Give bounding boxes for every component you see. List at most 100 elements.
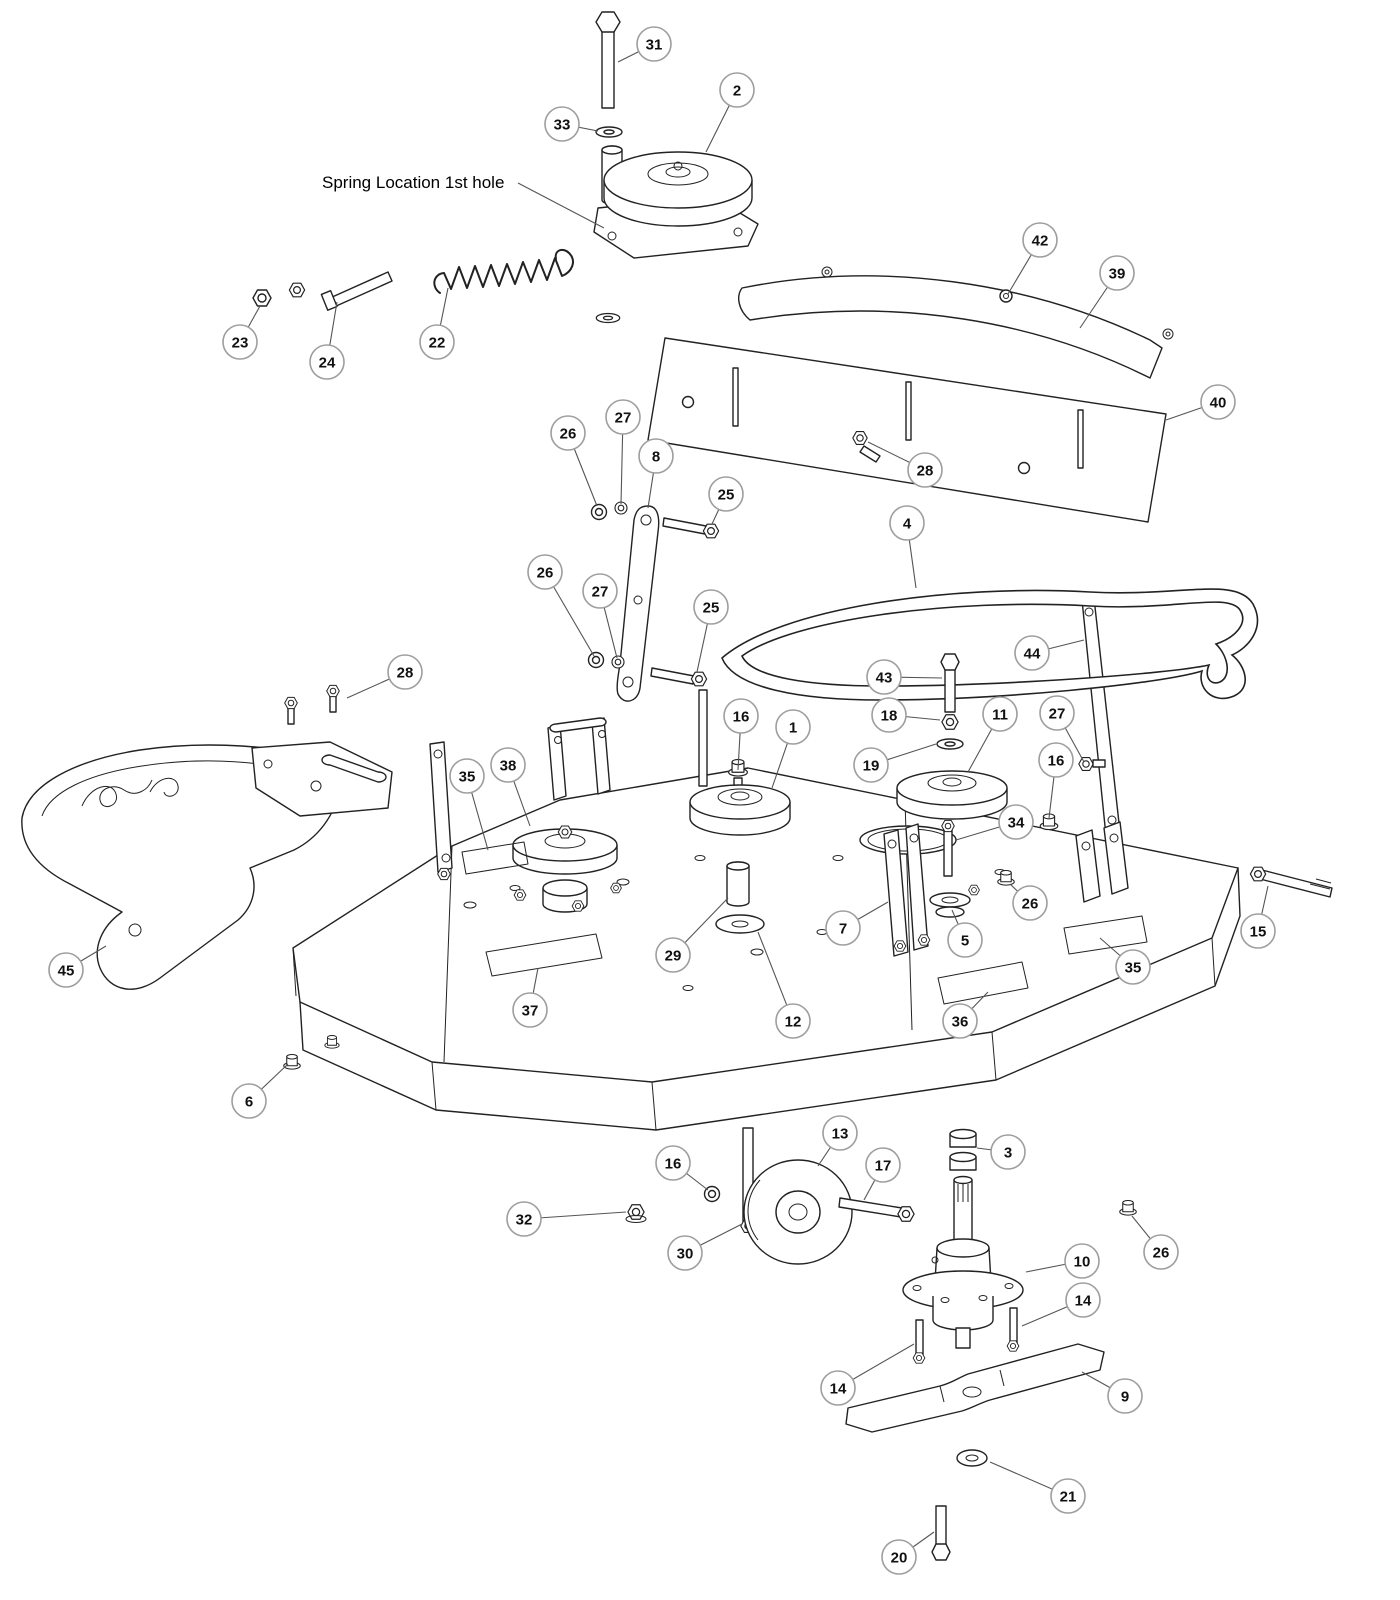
callout-2: 2 xyxy=(705,72,755,153)
skirt-flange-nuts xyxy=(283,1035,340,1070)
callout-28: 28 xyxy=(867,441,943,488)
svg-text:25: 25 xyxy=(703,600,720,617)
belt-guard-band xyxy=(738,266,1174,379)
svg-text:16: 16 xyxy=(1048,753,1065,770)
under-deck-washer-stack xyxy=(929,892,971,918)
callout-12: 12 xyxy=(757,931,811,1039)
carriage-bolt-rear xyxy=(852,431,881,463)
spring-location-note: Spring Location 1st hole xyxy=(322,173,504,192)
drive-belt xyxy=(721,588,1259,701)
callout-1: 1 xyxy=(771,709,811,789)
callout-24: 24 xyxy=(309,301,345,380)
callout-9: 9 xyxy=(1081,1371,1143,1414)
mounting-bolt-left xyxy=(912,1319,926,1364)
hex-bolt-lower xyxy=(650,667,708,687)
svg-text:4: 4 xyxy=(903,516,912,533)
callout-26: 26 xyxy=(1009,883,1048,921)
svg-text:9: 9 xyxy=(1121,1389,1129,1406)
callout-42: 42 xyxy=(1007,222,1058,295)
svg-text:15: 15 xyxy=(1250,924,1267,941)
svg-text:32: 32 xyxy=(516,1212,533,1229)
callout-31: 31 xyxy=(617,26,672,63)
caster-wheel xyxy=(743,1159,853,1265)
callout-13: 13 xyxy=(817,1115,858,1167)
spring-note-leader xyxy=(517,182,605,229)
callout-45: 45 xyxy=(48,945,107,988)
callout-27: 27 xyxy=(605,399,641,505)
callout-16: 16 xyxy=(723,698,759,771)
callout-16: 16 xyxy=(655,1145,709,1191)
callout-layer: 3123323242242394028262782542627251614318… xyxy=(48,26,1276,1575)
callout-33: 33 xyxy=(544,106,599,142)
svg-text:3: 3 xyxy=(1004,1145,1012,1162)
hanger-hinge-ears xyxy=(1075,821,1129,903)
idler-arm xyxy=(616,505,660,702)
svg-text:14: 14 xyxy=(830,1381,847,1398)
callout-44: 44 xyxy=(1014,635,1085,671)
blade-bolt xyxy=(931,1505,951,1561)
gauge-bracket xyxy=(547,717,611,801)
callout-14: 14 xyxy=(1021,1282,1101,1327)
idler-spacer xyxy=(726,861,750,907)
callout-26: 26 xyxy=(550,415,598,507)
long-hex-bolt xyxy=(1249,866,1333,898)
svg-text:33: 33 xyxy=(554,117,571,134)
callout-35: 35 xyxy=(1099,937,1151,985)
callout-34: 34 xyxy=(955,804,1034,841)
top-idler-pulley-assembly xyxy=(593,145,759,259)
hex-nut-right xyxy=(941,714,959,730)
callout-39: 39 xyxy=(1079,255,1135,329)
callout-32: 32 xyxy=(506,1201,627,1237)
svg-text:22: 22 xyxy=(429,335,446,352)
svg-text:12: 12 xyxy=(785,1014,802,1031)
svg-text:35: 35 xyxy=(1125,960,1142,977)
callout-20: 20 xyxy=(881,1531,935,1575)
right-spindle-pulley xyxy=(896,770,1008,820)
svg-text:5: 5 xyxy=(961,933,969,950)
callout-36: 36 xyxy=(942,991,989,1039)
callout-29: 29 xyxy=(655,897,729,973)
chute-bolts xyxy=(284,684,340,725)
callout-30: 30 xyxy=(667,1223,743,1271)
hex-nuts-pair xyxy=(252,282,306,307)
callout-37: 37 xyxy=(512,967,548,1028)
spacer-washer xyxy=(595,312,621,324)
svg-text:26: 26 xyxy=(1022,896,1039,913)
callout-25: 25 xyxy=(708,476,744,525)
front-hanger-strap xyxy=(429,741,453,881)
callout-27: 27 xyxy=(582,573,618,659)
spindle-assembly xyxy=(902,1175,1024,1349)
hanger-bolt xyxy=(1078,757,1106,771)
callout-17: 17 xyxy=(863,1147,901,1201)
svg-text:24: 24 xyxy=(319,355,336,372)
chute-hinge-bracket xyxy=(251,741,393,817)
left-spindle-pulley xyxy=(512,825,622,913)
svg-text:35: 35 xyxy=(459,769,476,786)
callout-21: 21 xyxy=(989,1461,1086,1514)
callout-28: 28 xyxy=(346,654,423,699)
spindle-bolt-right xyxy=(940,653,960,713)
rear-support-strap xyxy=(883,823,931,957)
extension-spring xyxy=(433,248,574,294)
callout-5: 5 xyxy=(947,909,983,958)
callout-27: 27 xyxy=(1039,695,1085,763)
svg-text:44: 44 xyxy=(1024,646,1041,663)
callout-15: 15 xyxy=(1240,885,1276,949)
callout-22: 22 xyxy=(419,287,455,360)
svg-text:7: 7 xyxy=(839,921,847,938)
svg-text:19: 19 xyxy=(863,758,880,775)
svg-text:23: 23 xyxy=(232,335,249,352)
svg-text:37: 37 xyxy=(522,1003,539,1020)
svg-text:42: 42 xyxy=(1032,233,1049,250)
decal-right xyxy=(1063,915,1148,955)
svg-text:43: 43 xyxy=(876,670,893,687)
rear-hanger-strap xyxy=(1081,597,1121,837)
idler-mount-bolt xyxy=(595,11,621,109)
axle-bolt xyxy=(838,1197,915,1222)
decal-right-front xyxy=(937,961,1029,1005)
rear-baffle-plate xyxy=(647,337,1167,523)
svg-text:27: 27 xyxy=(1049,706,1066,723)
spindle-nuts xyxy=(949,1128,977,1171)
blade-washer xyxy=(956,1449,988,1467)
